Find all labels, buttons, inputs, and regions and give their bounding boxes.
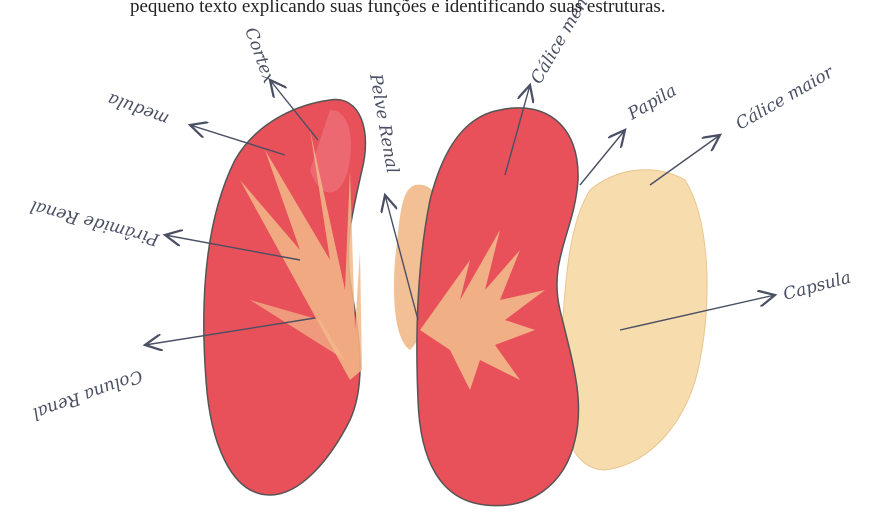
left-kidney-half [204,100,366,495]
label-pelve-renal: Pelve Renal [365,71,402,175]
right-kidney-half [394,108,707,506]
label-coluna-renal: Coluna Renal [30,365,145,423]
arrow-calice-maior [650,135,720,185]
label-papila: Papila [624,81,681,125]
capsule-shape [559,170,707,470]
label-medula: medula [105,89,172,130]
label-cortex: Cortex [240,25,279,87]
label-calice-maior: Cálice maior [733,62,838,134]
label-capsula: Capsula [781,268,853,305]
header-instruction-text: pequeno texto explicando suas funções e … [130,0,770,20]
label-piramide-renal: Pirâmide Renal [28,196,162,250]
